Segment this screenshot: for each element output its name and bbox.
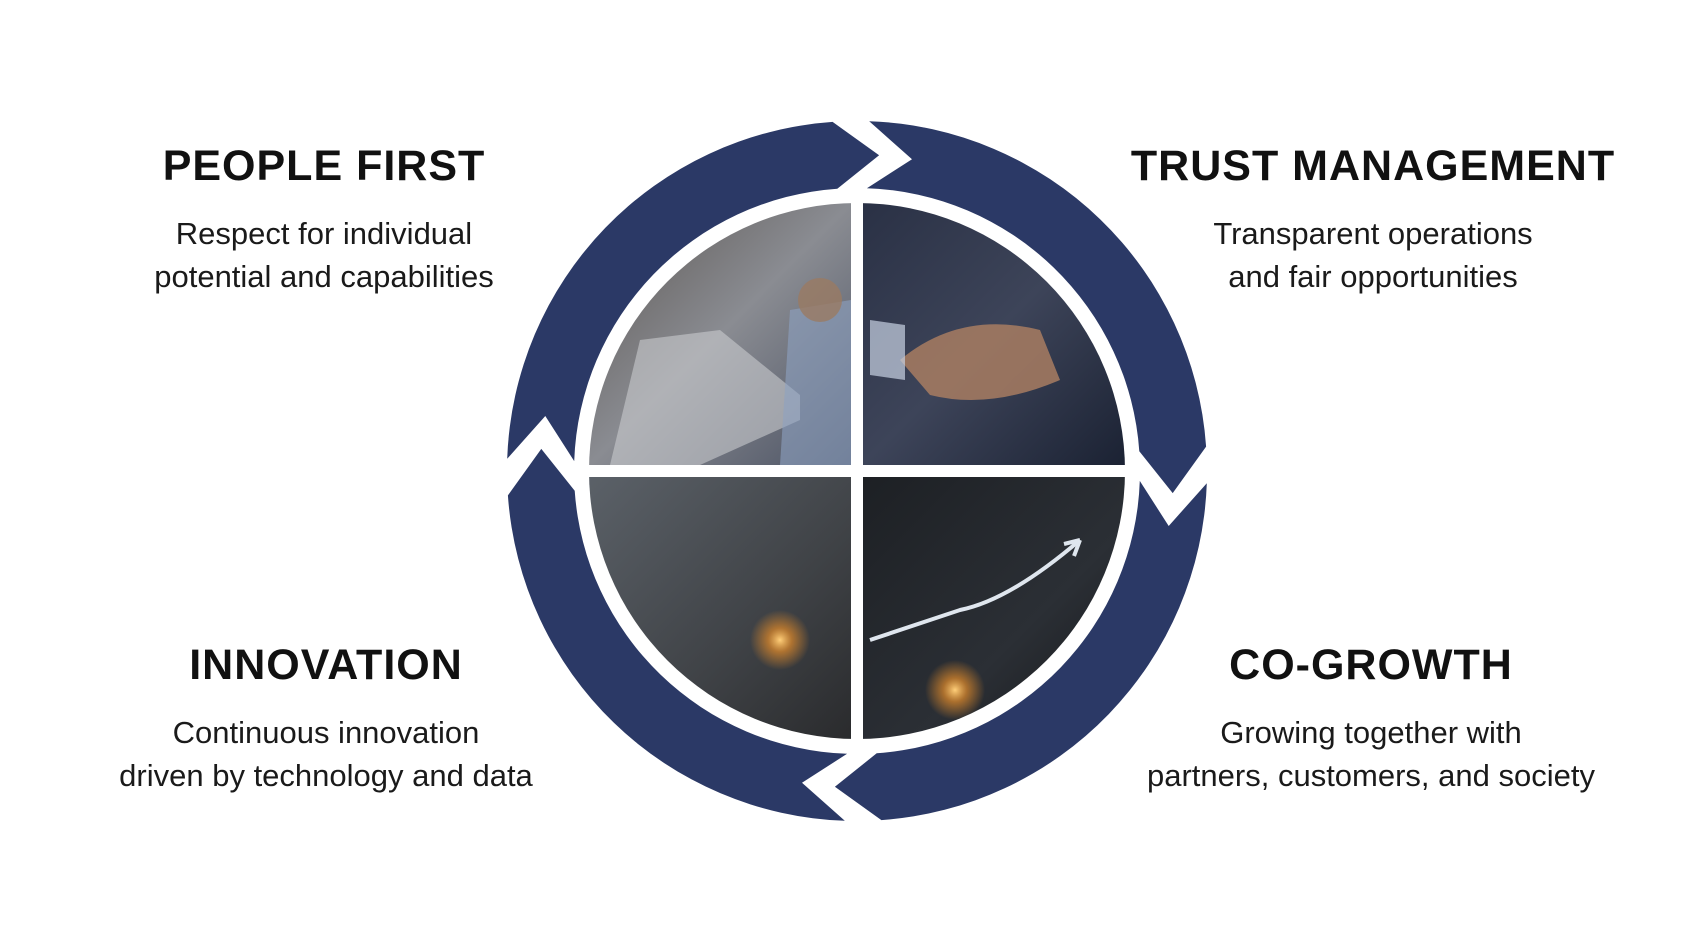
trust-management-arrow [866, 121, 1207, 494]
value-description: Growing together with partners, customer… [1091, 711, 1651, 797]
description-line: driven by technology and data [119, 758, 533, 793]
description-line: Respect for individual [175, 216, 473, 251]
description-line: Growing together with [1220, 715, 1522, 750]
value-description: Transparent operations and fair opportun… [1093, 212, 1653, 298]
description-line: and fair opportunities [1228, 259, 1518, 294]
description-line: Continuous innovation [172, 715, 480, 750]
value-description: Continuous innovation driven by technolo… [46, 711, 606, 797]
description-line: Transparent operations [1213, 216, 1533, 251]
description-line: potential and capabilities [154, 259, 494, 294]
cycle-ring [507, 121, 1207, 821]
value-title: TRUST MANAGEMENT [1130, 142, 1616, 190]
people-first-arrow [507, 121, 880, 462]
value-title: PEOPLE FIRST [162, 142, 486, 190]
description-line: partners, customers, and society [1147, 758, 1595, 793]
value-co-growth: CO-GROWTH Growing together with partners… [1091, 641, 1651, 797]
value-title: INNOVATION [189, 641, 463, 689]
value-innovation: INNOVATION Continuous innovation driven … [46, 641, 606, 797]
value-description: Respect for individual potential and cap… [44, 212, 604, 298]
value-title: CO-GROWTH [1229, 641, 1513, 689]
value-trust-management: TRUST MANAGEMENT Transparent operations … [1093, 142, 1653, 298]
co-growth-arrow [834, 480, 1207, 821]
innovation-arrow [507, 448, 848, 821]
value-people-first: PEOPLE FIRST Respect for individual pote… [44, 142, 604, 298]
